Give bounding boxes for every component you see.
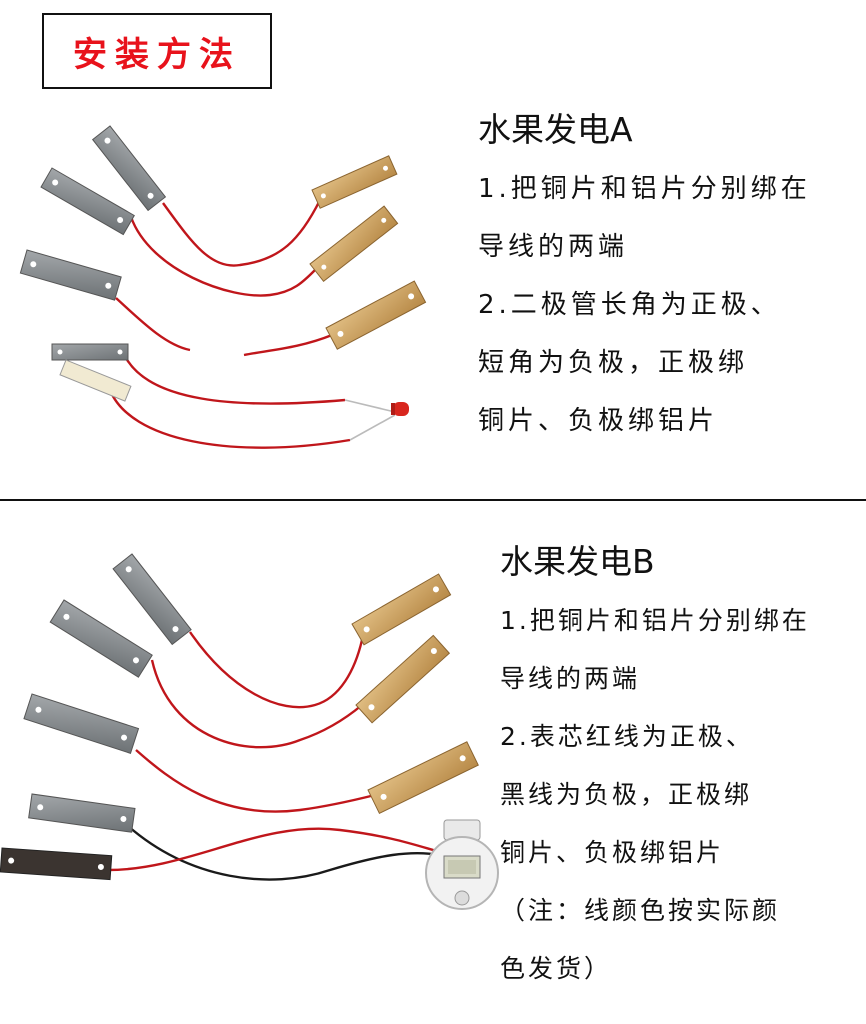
section-a-line-5: 铜片、负极绑铝片 [478, 406, 719, 436]
wire-red-b2 [150, 659, 363, 749]
wire-red-3 [115, 297, 191, 352]
wire-red-4 [243, 333, 333, 357]
section-b-line-7: 色发货） [500, 954, 613, 983]
aluminum-plate-1 [91, 125, 167, 212]
section-b-line-5: 铜片、负极绑铝片 [500, 838, 725, 867]
copper-plate-2 [309, 205, 399, 283]
section-b: 水果发电B 1.把铜片和铝片分别绑在 导线的两端 2.表芯红线为正极、 黑线为负… [500, 540, 866, 998]
section-b-line-2: 导线的两端 [500, 664, 641, 693]
copper-plate-b1 [351, 573, 452, 646]
aluminum-plate-3 [19, 249, 122, 301]
section-divider [0, 499, 866, 501]
wire-red-b3 [135, 749, 376, 813]
led-diode [391, 402, 409, 416]
copper-plate-3 [325, 280, 427, 350]
copper-plate-b2 [355, 634, 451, 724]
title-box: 安装方法 [42, 13, 272, 89]
wire-black [127, 825, 441, 881]
section-b-line-6: （注：线颜色按实际颜 [500, 896, 781, 925]
copper-plate-1 [311, 155, 398, 209]
dark-plate [0, 847, 113, 881]
copper-plate-b3 [367, 741, 479, 815]
photo-fruit-battery-a [19, 125, 427, 449]
copper-plate-white [59, 359, 132, 402]
section-a: 水果发电A 1.把铜片和铝片分别绑在 导线的两端 2.二极管长角为正极、 短角为… [478, 108, 863, 450]
aluminum-plate-4 [51, 343, 129, 361]
section-b-line-4: 黑线为负极，正极绑 [500, 780, 753, 809]
wire-red-b4 [107, 827, 441, 872]
wire-red-1 [162, 199, 322, 267]
section-a-line-3: 2.二极管长角为正极、 [478, 290, 781, 320]
aluminum-plate-2 [40, 167, 135, 236]
section-b-heading: 水果发电B [500, 542, 655, 581]
wire-red-2 [129, 216, 319, 297]
lcd-clock-module [425, 819, 499, 910]
aluminum-plate-b3 [23, 693, 140, 754]
section-a-line-4: 短角为负极，正极绑 [478, 348, 749, 378]
section-a-heading: 水果发电A [478, 110, 633, 149]
section-b-line-1: 1.把铜片和铝片分别绑在 [500, 606, 810, 635]
page-title: 安装方法 [73, 34, 241, 75]
section-a-line-1: 1.把铜片和铝片分别绑在 [478, 174, 811, 204]
wire-red-6 [108, 389, 351, 449]
aluminum-plate-b1 [112, 553, 192, 646]
aluminum-plate-b2 [49, 599, 153, 678]
section-b-line-3: 2.表芯红线为正极、 [500, 722, 754, 751]
section-a-line-2: 导线的两端 [478, 232, 629, 262]
aluminum-plate-b4 [28, 793, 136, 833]
photo-fruit-battery-b [0, 553, 479, 881]
wire-red-b1 [189, 631, 364, 709]
wire-red-5 [124, 357, 346, 405]
